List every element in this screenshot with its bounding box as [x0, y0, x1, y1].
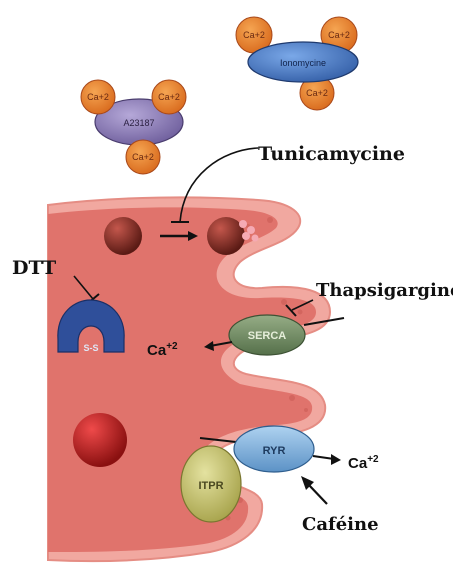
a23187-complex: A23187 Ca+2 Ca+2 Ca+2	[81, 80, 186, 174]
ryr-flux-arrowhead	[331, 454, 341, 465]
a23187-label: A23187	[123, 118, 154, 128]
calcium-label-left-text: Ca	[147, 342, 167, 359]
tunicamycine-label: Tunicamycine	[258, 143, 405, 165]
ryr-calcium-flux	[313, 456, 334, 459]
calcium-label-right-charge: +2	[367, 454, 379, 465]
calcium-ion-label: Ca+2	[87, 92, 109, 102]
cafeine-label: Caféine	[302, 514, 379, 535]
calcium-ion-label: Ca+2	[132, 152, 154, 162]
calcium-ion-label: Ca+2	[328, 30, 350, 40]
serca-label: SERCA	[248, 330, 287, 342]
ionomycine-label: Ionomycine	[280, 58, 326, 68]
disulfide-label: S-S	[83, 343, 98, 353]
calcium-label-right: Ca+2	[348, 454, 379, 472]
cafeine-activation-line	[308, 484, 327, 504]
calcium-store	[73, 413, 127, 467]
itpr-label: ITPR	[198, 480, 223, 492]
calcium-ion-label: Ca+2	[158, 92, 180, 102]
ionomycine-complex: Ca+2 Ca+2 Ca+2 Ionomycine	[236, 17, 358, 110]
calcium-label-left-charge: +2	[166, 341, 178, 352]
thapsigargine-label: Thapsigargine	[316, 280, 453, 301]
calcium-ion-label: Ca+2	[306, 88, 328, 98]
dtt-label: DTT	[12, 257, 56, 279]
unfolded-protein	[104, 217, 142, 255]
ryr-label: RYR	[263, 445, 286, 457]
calcium-ion-label: Ca+2	[243, 30, 265, 40]
calcium-label-right-text: Ca	[348, 455, 368, 472]
